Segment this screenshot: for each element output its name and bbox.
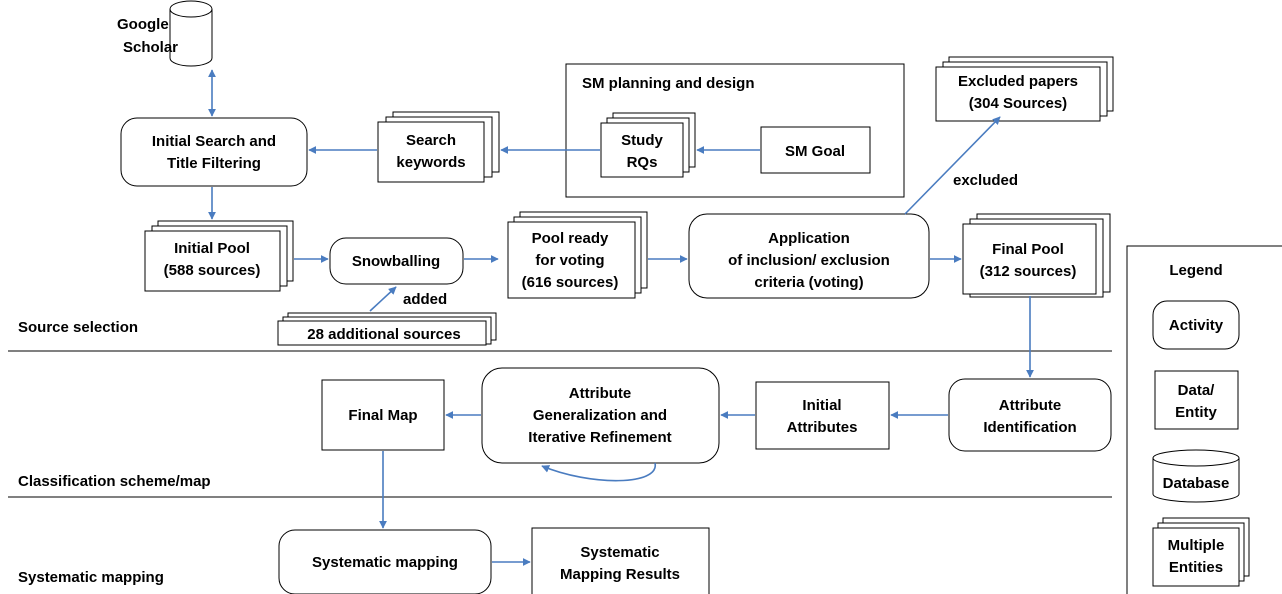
- sm-goal-entity: SM Goal: [760, 126, 871, 174]
- section-label-source-selection: Source selection: [18, 319, 138, 336]
- final-pool-line2: (312 sources): [980, 263, 1077, 280]
- final-pool-line1: Final Pool: [992, 241, 1064, 258]
- excluded-papers-line2: (304 Sources): [969, 95, 1067, 112]
- legend-database-label: Database: [1163, 475, 1230, 492]
- database-label-line2: Scholar: [123, 39, 178, 56]
- snowballing-label: Snowballing: [352, 253, 440, 270]
- arrow-additional-to-snowballing: [369, 286, 397, 312]
- attribute-identification-line2: Identification: [983, 419, 1076, 436]
- section-label-classification: Classification scheme/map: [18, 473, 211, 490]
- systematic-mapping-results-line2: Mapping Results: [560, 566, 680, 583]
- additional-sources-label: 28 additional sources: [307, 326, 460, 343]
- final-map-label: Final Map: [348, 407, 417, 424]
- arrow-application-to-excluded: [904, 116, 1001, 215]
- initial-pool-entity: Initial Pool (588 sources): [144, 220, 294, 292]
- study-rqs-line2: RQs: [627, 154, 658, 171]
- excluded-label: excluded: [953, 172, 1018, 189]
- study-rqs-line1: Study: [621, 132, 663, 149]
- added-label: added: [403, 291, 447, 308]
- application-criteria-activity: Application of inclusion/ exclusion crit…: [688, 213, 930, 299]
- legend-data-entity-line1: Data/: [1178, 382, 1216, 399]
- systematic-mapping-results-line1: Systematic: [580, 544, 659, 561]
- legend-database: Database: [1152, 449, 1240, 503]
- database-label-line1: Google: [117, 16, 169, 33]
- systematic-mapping-label: Systematic mapping: [312, 554, 458, 571]
- additional-sources-entity: 28 additional sources: [277, 312, 497, 346]
- pool-ready-line1: Pool ready: [532, 230, 609, 247]
- sm-goal-label: SM Goal: [785, 143, 845, 160]
- attribute-generalization-line2: Generalization and: [533, 407, 667, 424]
- search-keywords-line1: Search: [406, 132, 456, 149]
- attribute-generalization-activity: Attribute Generalization and Iterative R…: [481, 367, 720, 464]
- excluded-papers-entity: Excluded papers (304 Sources): [935, 56, 1114, 122]
- study-rqs-entity: Study RQs: [600, 112, 696, 178]
- attribute-generalization-line3: Iterative Refinement: [528, 429, 671, 446]
- pool-ready-line3: (616 sources): [522, 274, 619, 291]
- final-pool-entity: Final Pool (312 sources): [962, 213, 1111, 298]
- legend-multiple-entities-line1: Multiple: [1168, 537, 1225, 554]
- snowballing-activity: Snowballing: [329, 237, 464, 285]
- attribute-generalization-line1: Attribute: [569, 385, 632, 402]
- arrow-refinement-loop: [541, 462, 656, 482]
- systematic-mapping-activity: Systematic mapping: [278, 529, 492, 594]
- application-line2: of inclusion/ exclusion: [728, 252, 890, 269]
- legend-multiple-entities-line2: Entities: [1169, 559, 1223, 576]
- search-keywords-line2: keywords: [396, 154, 465, 171]
- initial-attributes-line1: Initial: [802, 397, 841, 414]
- application-line1: Application: [768, 230, 850, 247]
- initial-attributes-line2: Attributes: [787, 419, 858, 436]
- legend-title: Legend: [1169, 262, 1222, 279]
- initial-search-activity: Initial Search and Title Filtering: [120, 117, 308, 187]
- legend: Legend Activity Data/ Entity Database Mu…: [1126, 245, 1282, 594]
- sm-planning-title: SM planning and design: [582, 75, 755, 92]
- legend-activity: Activity: [1152, 300, 1240, 350]
- legend-data-entity: Data/ Entity: [1154, 370, 1239, 430]
- final-map-entity: Final Map: [321, 379, 445, 451]
- search-keywords-entity: Search keywords: [377, 111, 500, 183]
- initial-search-line2: Title Filtering: [167, 155, 261, 172]
- legend-data-entity-line2: Entity: [1175, 404, 1217, 421]
- initial-pool-line2: (588 sources): [164, 262, 261, 279]
- legend-activity-label: Activity: [1169, 317, 1224, 334]
- attribute-identification-activity: Attribute Identification: [948, 378, 1112, 452]
- pool-ready-line2: for voting: [535, 252, 604, 269]
- legend-multiple-entities: Multiple Entities: [1152, 517, 1250, 587]
- pool-ready-entity: Pool ready for voting (616 sources): [507, 211, 648, 299]
- initial-search-line1: Initial Search and: [152, 133, 276, 150]
- initial-attributes-entity: Initial Attributes: [755, 381, 890, 450]
- attribute-identification-line1: Attribute: [999, 397, 1062, 414]
- initial-pool-line1: Initial Pool: [174, 240, 250, 257]
- systematic-mapping-results-entity: Systematic Mapping Results: [531, 527, 710, 594]
- google-scholar-database: Google Scholar: [117, 0, 213, 67]
- excluded-papers-line1: Excluded papers: [958, 73, 1078, 90]
- section-label-systematic-mapping: Systematic mapping: [18, 569, 164, 586]
- application-line3: criteria (voting): [754, 274, 863, 291]
